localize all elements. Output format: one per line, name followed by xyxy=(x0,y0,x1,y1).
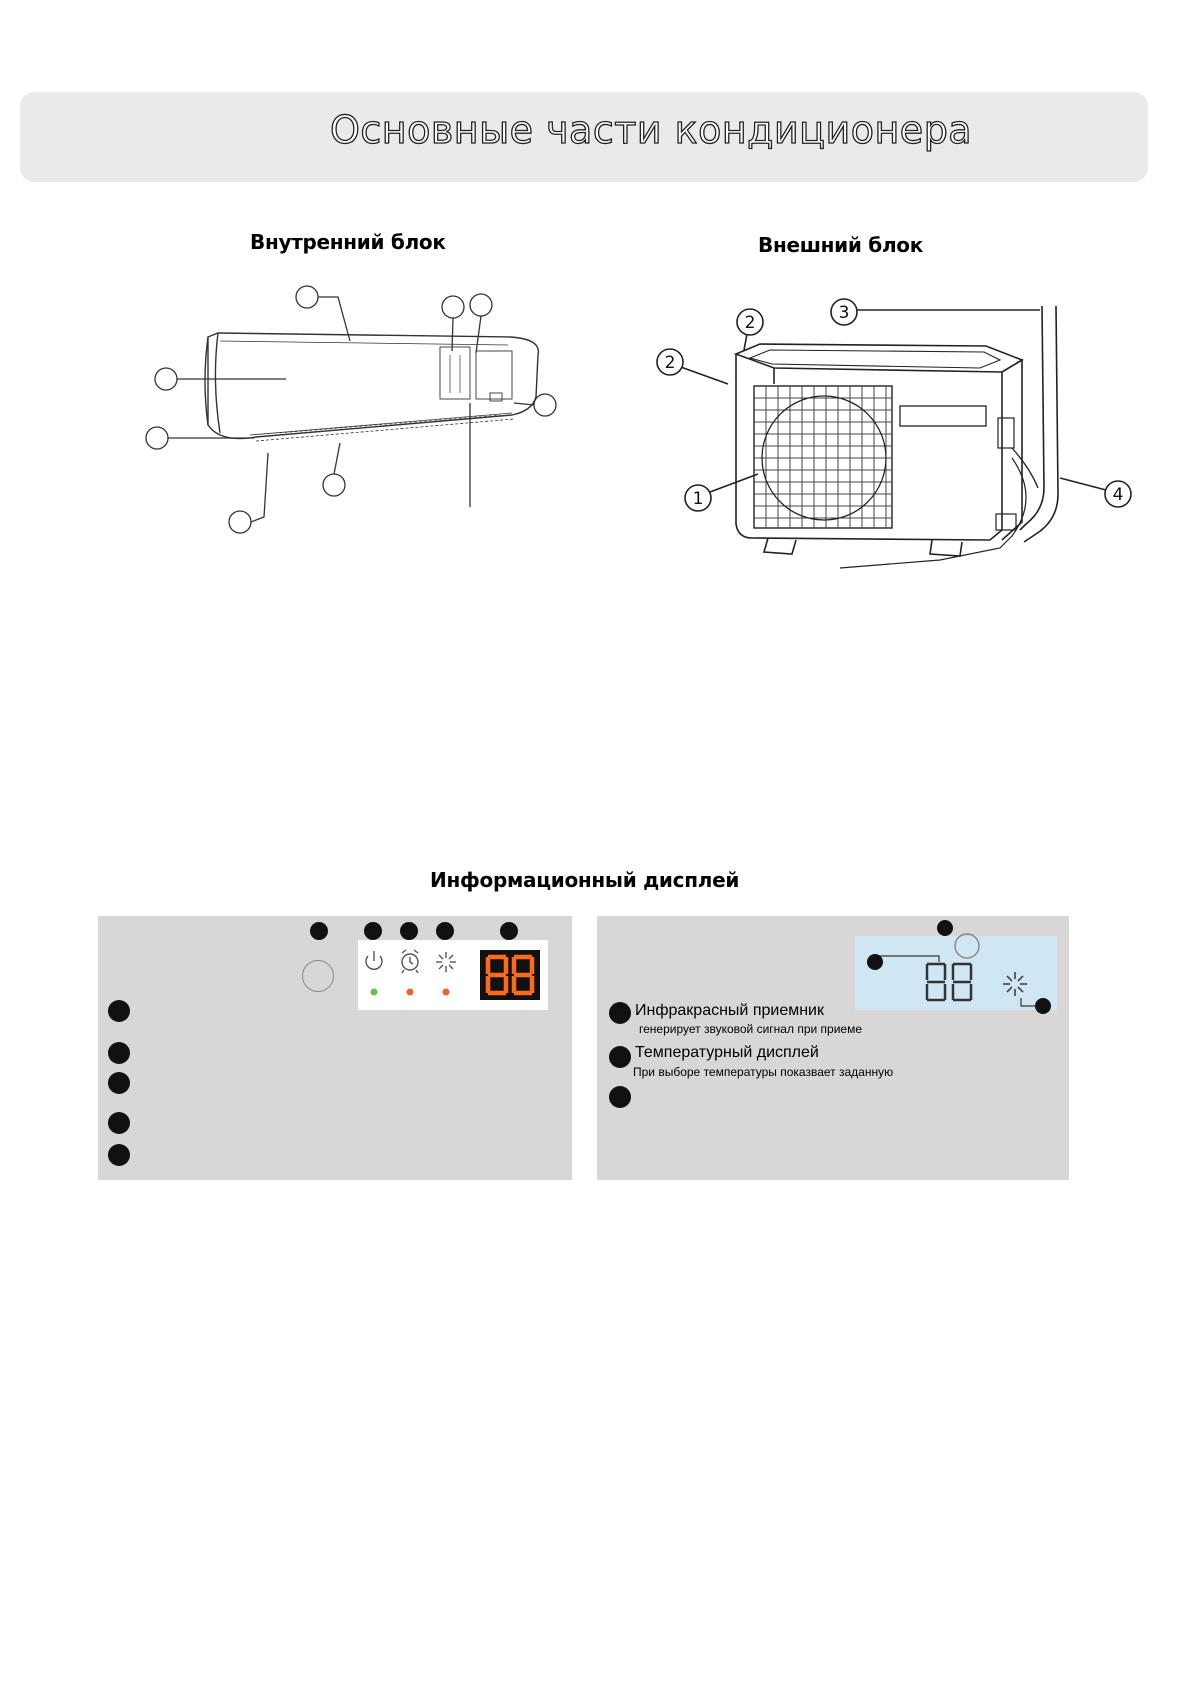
page-title: Основные части кондиционера xyxy=(329,107,973,152)
display-heading: Информационный дисплей xyxy=(430,868,740,892)
marker-dot xyxy=(867,954,883,970)
lcd-display xyxy=(855,933,1057,1010)
bullet-dot xyxy=(609,1002,631,1024)
marker-dot xyxy=(500,922,518,940)
bullet-dot xyxy=(108,1112,130,1134)
display-panel-left xyxy=(98,916,572,1180)
bullet-dot xyxy=(108,1000,130,1022)
title-bar xyxy=(20,92,1148,182)
marker-dot xyxy=(400,922,418,940)
outdoor-callout-1: 1 xyxy=(693,489,704,509)
temperature-display-title: Температурный дисплей xyxy=(635,1044,819,1061)
marker-dot xyxy=(1035,998,1051,1014)
indicator-icons xyxy=(365,949,540,1000)
bullet-dot xyxy=(609,1086,631,1108)
bullet-dot xyxy=(108,1042,130,1064)
ir-receiver-desc: генерирует звуковой сигнал при приеме xyxy=(639,1022,862,1036)
outdoor-callout-2-top: 2 xyxy=(745,313,756,333)
display-panel-right: Инфракрасный приемник генерирует звуково… xyxy=(597,916,1069,1180)
bullet-dot xyxy=(108,1144,130,1166)
outdoor-callout-4: 4 xyxy=(1113,485,1124,505)
marker-dot xyxy=(310,922,328,940)
indoor-unit-illustration xyxy=(145,285,557,534)
ir-receiver-title: Инфракрасный приемник xyxy=(635,1002,824,1019)
bullet-dot xyxy=(108,1072,130,1094)
outdoor-callout-2-side: 2 xyxy=(665,353,676,373)
marker-dot xyxy=(937,920,953,936)
outdoor-unit-heading: Внешний блок xyxy=(758,233,924,257)
outdoor-callout-3: 3 xyxy=(839,303,850,323)
marker-dot xyxy=(364,922,382,940)
indicator-panel xyxy=(358,940,548,1010)
marker-dot xyxy=(436,922,454,940)
outdoor-unit-illustration: 2 2 3 1 4 xyxy=(656,298,1132,569)
lcd-graphics xyxy=(879,933,1035,1007)
indoor-unit-heading: Внутренний блок xyxy=(250,230,446,254)
temperature-display-desc: При выборе температуры показвает заданну… xyxy=(633,1065,894,1079)
ir-receiver xyxy=(302,960,334,992)
bullet-dot xyxy=(609,1046,631,1068)
